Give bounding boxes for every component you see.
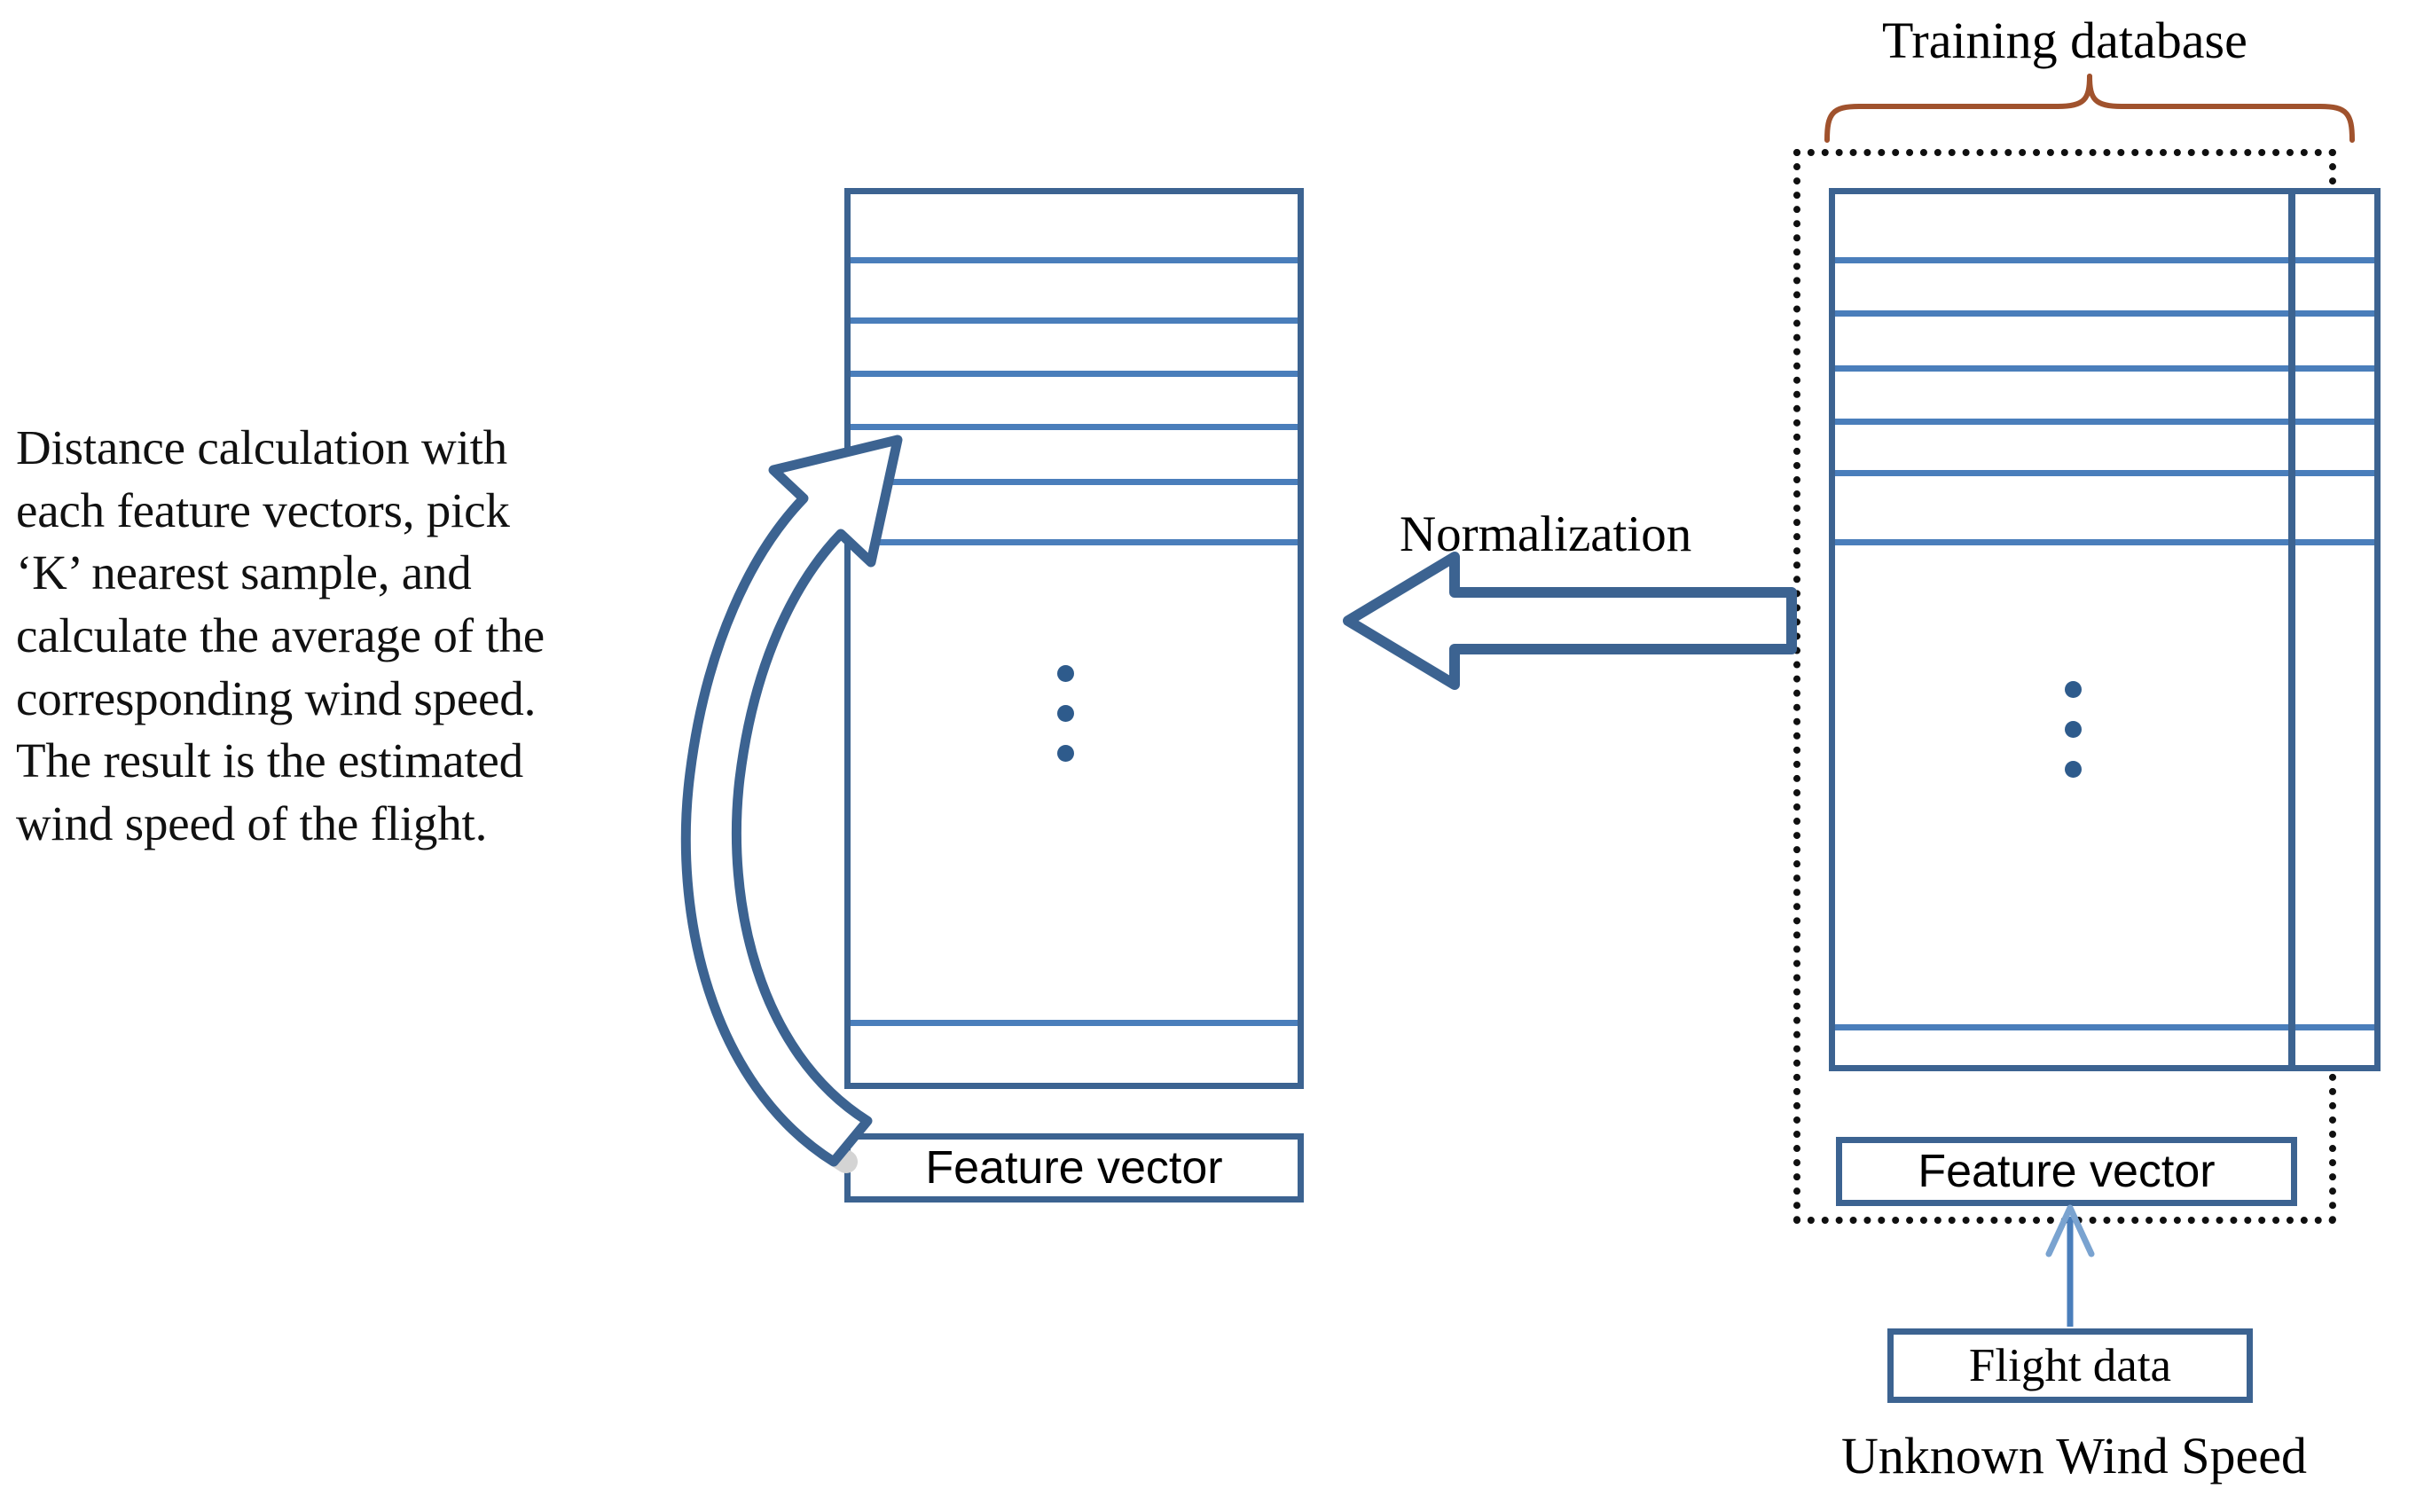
ellipsis-dot <box>2065 761 2082 778</box>
table-row-divider <box>1835 257 2374 263</box>
table-row-divider <box>1835 470 2374 476</box>
table-row-divider <box>1835 310 2374 317</box>
table-row-divider <box>851 257 1298 263</box>
training-database-brace <box>1824 74 2355 143</box>
unknown-wind-speed-label: Unknown Wind Speed <box>1841 1427 2308 1485</box>
left-table-ellipsis <box>1057 665 1074 762</box>
ellipsis-dot <box>1057 745 1074 762</box>
flight-data-to-feature-vector-arrow <box>2045 1204 2095 1327</box>
wind-speed-column-divider <box>2288 194 2295 1065</box>
left-feature-vector-caption-label: Feature vector <box>925 1142 1223 1194</box>
left-feature-vector-caption: Feature vector <box>844 1133 1304 1203</box>
table-row-divider <box>1835 1024 2374 1030</box>
table-row-divider <box>851 479 1298 485</box>
flight-data-box: Flight data <box>1887 1328 2253 1403</box>
ellipsis-dot <box>2065 721 2082 738</box>
ellipsis-dot <box>1057 705 1074 722</box>
training-database-label: Training database <box>1882 12 2247 69</box>
table-row-divider <box>1835 365 2374 372</box>
flight-data-label: Flight data <box>1968 1340 2172 1391</box>
table-row-divider <box>851 317 1298 324</box>
right-feature-vector-caption-label: Feature vector <box>1918 1146 2216 1197</box>
normalization-block-arrow <box>1343 552 1797 690</box>
ellipsis-dot <box>1057 665 1074 682</box>
right-table-ellipsis <box>2065 681 2082 778</box>
table-row-divider <box>851 539 1298 545</box>
table-row-divider <box>1835 419 2374 425</box>
table-row-divider <box>1835 539 2374 545</box>
table-row-divider <box>851 424 1298 430</box>
table-row-divider <box>851 371 1298 377</box>
method-description-text: Distance calculation with each feature v… <box>16 420 545 851</box>
ellipsis-dot <box>2065 681 2082 698</box>
normalized-feature-vector-table <box>844 188 1304 1089</box>
table-row-divider <box>851 1020 1298 1026</box>
right-feature-vector-caption: Feature vector <box>1836 1137 2297 1206</box>
normalization-label: Normalization <box>1400 506 1692 562</box>
training-feature-vector-table <box>1829 188 2381 1071</box>
